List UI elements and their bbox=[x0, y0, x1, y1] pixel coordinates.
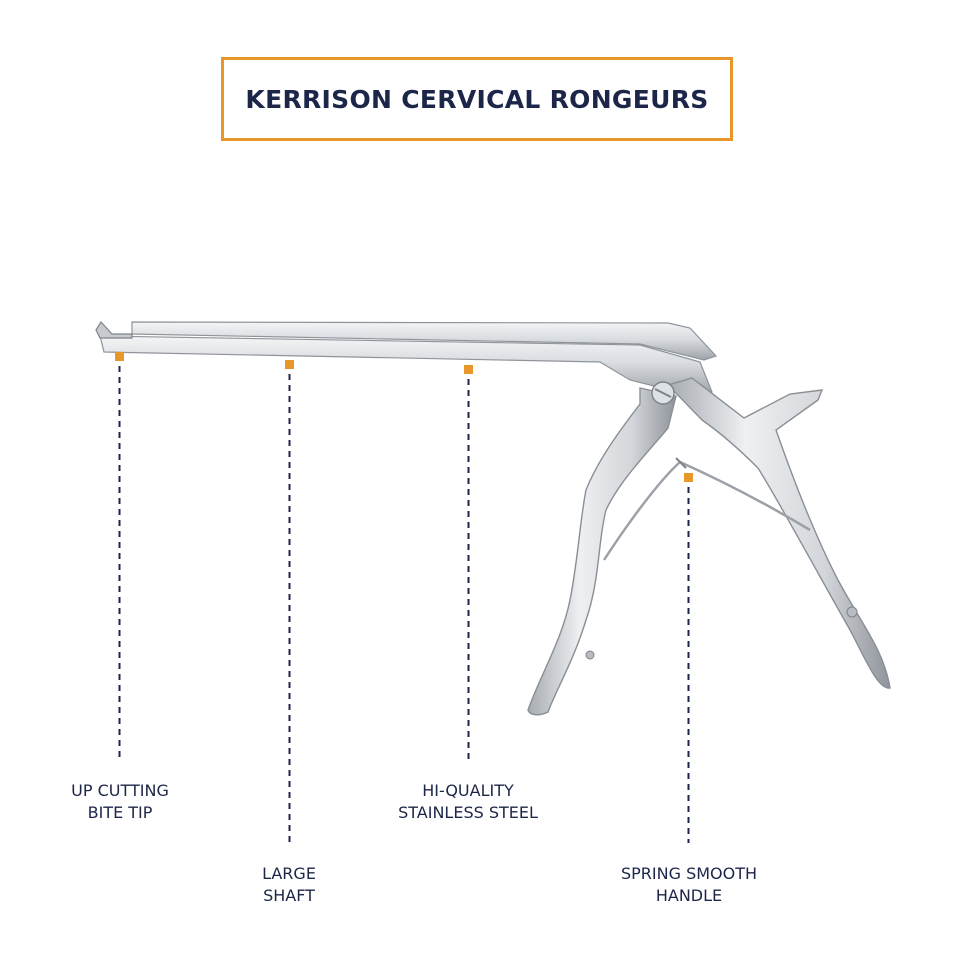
callout-steel-line-2: STAINLESS STEEL bbox=[398, 803, 538, 822]
title-box: KERRISON CERVICAL RONGEURS bbox=[221, 57, 733, 141]
callout-tip-line-2: BITE TIP bbox=[87, 803, 153, 822]
callout-steel-leader bbox=[464, 365, 473, 760]
page-title: KERRISON CERVICAL RONGEURS bbox=[245, 84, 709, 114]
spring bbox=[602, 461, 681, 561]
callout-shaft-leader bbox=[285, 360, 294, 843]
bite-tip bbox=[95, 321, 133, 339]
callout-shaft-label: LARGE SHAFT bbox=[262, 863, 316, 907]
spring bbox=[679, 460, 811, 532]
callout-steel-line-1: HI-QUALITY bbox=[422, 781, 514, 800]
callout-handle-leader bbox=[684, 473, 693, 843]
front-handle bbox=[527, 387, 677, 716]
callout-tip-leader bbox=[115, 352, 124, 760]
callout-handle-line-2: HANDLE bbox=[655, 886, 723, 905]
callout-handle-line-1: SPRING SMOOTH bbox=[620, 864, 758, 883]
callout-shaft-line-1: LARGE bbox=[262, 864, 316, 883]
callout-shaft-line-2: SHAFT bbox=[263, 886, 315, 905]
upper-shaft bbox=[131, 321, 718, 361]
callout-handle-label: SPRING SMOOTH HANDLE bbox=[621, 863, 757, 907]
callout-steel-label: HI-QUALITY STAINLESS STEEL bbox=[398, 780, 538, 824]
callout-tip-line-1: UP CUTTING bbox=[71, 781, 169, 800]
rear-handle bbox=[666, 377, 891, 689]
lower-shaft bbox=[99, 335, 713, 396]
callout-tip-label: UP CUTTING BITE TIP bbox=[71, 780, 169, 824]
